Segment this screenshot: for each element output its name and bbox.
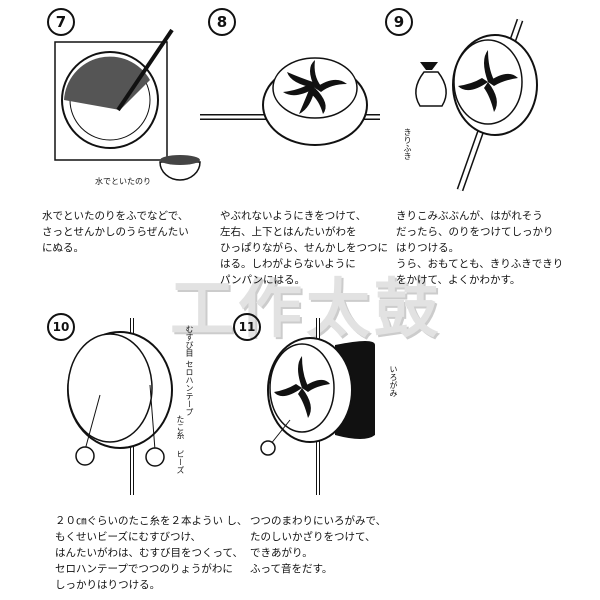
step8-illustration xyxy=(200,57,380,146)
step11-illustration xyxy=(260,318,375,495)
step-number-8: 8 xyxy=(208,8,236,36)
step10-illustration xyxy=(67,318,173,495)
sprayer-label: きりふき xyxy=(403,128,412,160)
step7-illustration xyxy=(54,28,201,181)
bead-label: ビーズ xyxy=(176,450,185,474)
step10-text: ２０㎝ぐらいのたこ糸を２本ようい し、 もくせいビーズにむすびつけ、 はんたいが… xyxy=(55,515,248,591)
paste-label: 水でといたのり xyxy=(95,177,151,186)
step9-illustration xyxy=(415,18,538,192)
knot-label: むすび目 xyxy=(185,325,194,357)
tape-label: セロハンテープ xyxy=(185,360,194,416)
step9-text: きりこみぶぶんが、はがれそう だったら、のりをつけてしっかり はりつける。 うら… xyxy=(396,210,564,286)
step-number-10: 10 xyxy=(47,313,75,341)
watermark: 工作太鼓 xyxy=(170,273,442,347)
step11-text: つつのまわりにいろがみで、 たのしいかざりをつけて、 できあがり。 ふって音をだ… xyxy=(250,515,387,575)
step7-text: 水でといたのりをふでなどで、 さっとせんかしのうらぜんたい にぬる。 xyxy=(42,210,189,254)
step-number-11: 11 xyxy=(233,313,261,341)
step-number-7: 7 xyxy=(47,8,75,36)
colored-paper-label: いろがみ xyxy=(389,365,398,397)
step8-text: やぶれないようにきをつけて、 左右、上下とはんたいがわを ひっぱりながら、せんか… xyxy=(220,210,388,286)
string-label: たこ糸 xyxy=(176,415,185,439)
step-number-9: 9 xyxy=(385,8,413,36)
